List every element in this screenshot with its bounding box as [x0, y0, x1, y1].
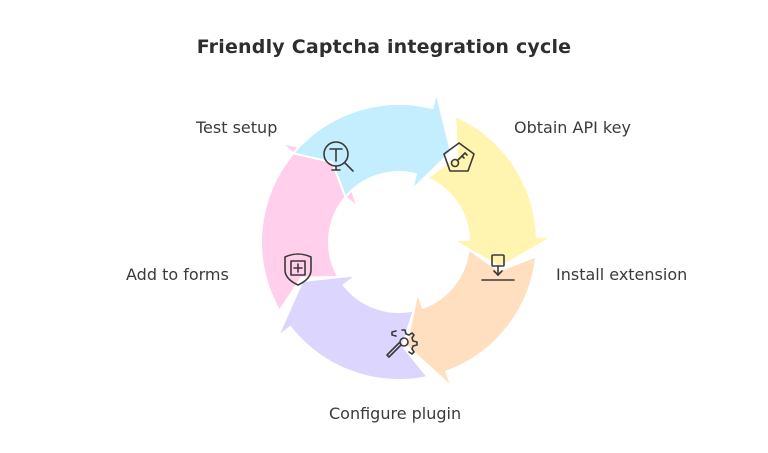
cycle-arrow-obtain-api-key: [425, 114, 554, 269]
step-label-add-to-forms: Add to forms: [126, 265, 229, 284]
text-search-icon: [323, 141, 354, 172]
download-icon: [481, 254, 515, 281]
step-label-install-extension: Install extension: [556, 265, 688, 284]
step-label-obtain-api-key: Obtain API key: [514, 118, 631, 137]
step-label-configure-plugin: Configure plugin: [329, 404, 462, 423]
cycle-arrow-configure-plugin: [276, 273, 430, 382]
cycle-arrow-install-extension: [405, 247, 538, 388]
key-pentagon-icon: [443, 142, 475, 172]
step-label-test-setup: Test setup: [196, 118, 278, 137]
diagram-title: Friendly Captcha integration cycle: [196, 36, 572, 58]
shield-plus-icon: [284, 253, 312, 286]
cycle-arrow-test-setup: [291, 92, 453, 199]
gear-wrench-icon: [386, 329, 418, 358]
